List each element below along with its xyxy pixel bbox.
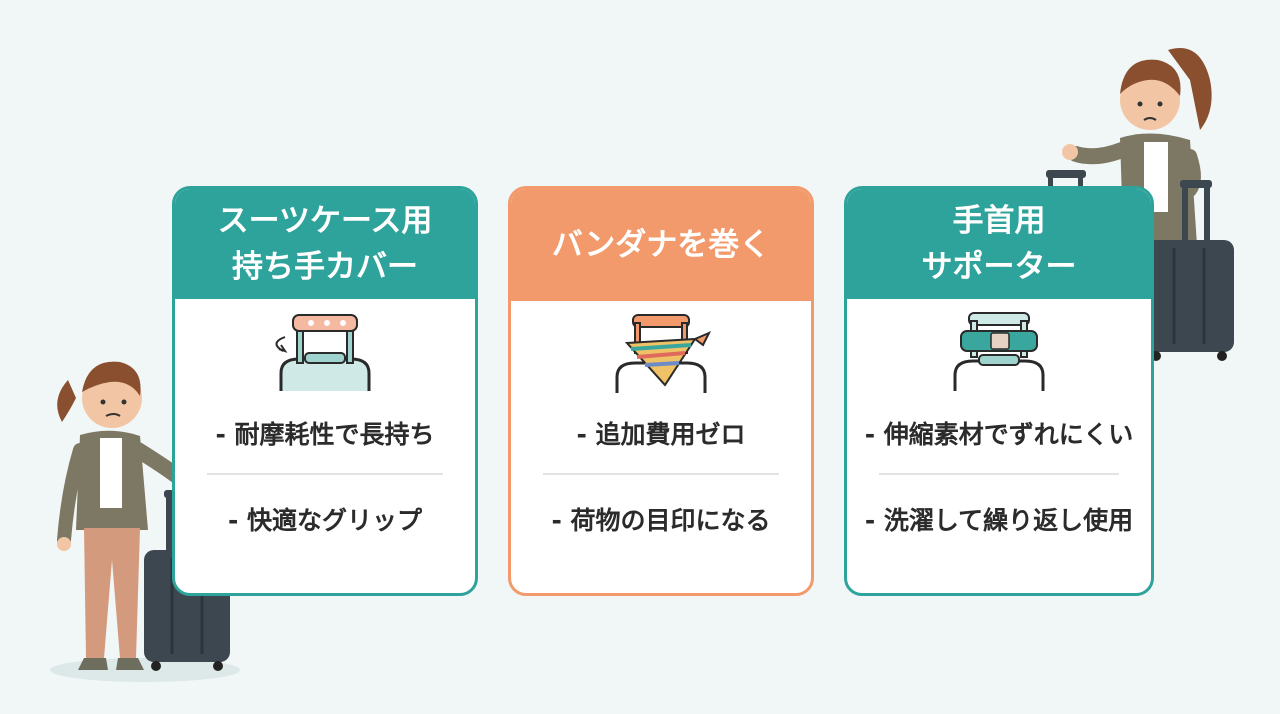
card-point-1: - 耐摩耗性で長持ち: [215, 420, 435, 449]
card-handle-cover: スーツケース用 持ち手カバー - 耐摩耗性で長持ち - 快適なグリップ: [172, 186, 478, 596]
card-title: スーツケース用 持ち手カバー: [175, 189, 475, 299]
card-point-1: - 追加費用ゼロ: [576, 420, 746, 449]
card-point-1: - 伸縮素材でずれにくい: [864, 420, 1134, 449]
handle-cover-icon: [275, 314, 371, 391]
card-bandana: バンダナを巻く - 追加費用ゼロ - 荷物の目印になる: [508, 186, 814, 596]
card-point-2: - 荷物の目印になる: [551, 506, 771, 535]
wrist-support-handle-icon: [953, 312, 1045, 391]
card-title: バンダナを巻く: [511, 189, 811, 301]
card-title-line1: バンダナを巻く: [551, 227, 771, 263]
divider: [207, 473, 443, 475]
divider: [543, 473, 779, 475]
card-title-line1: 手首用: [952, 203, 1046, 239]
traveler-with-suitcase-illustration-right: [1046, 48, 1234, 361]
divider: [879, 473, 1119, 475]
card-wrist-support: 手首用 サポーター - 伸縮素材でずれにくい - 洗濯して繰り返し使用: [844, 186, 1154, 596]
card-title: 手首用 サポーター: [847, 189, 1151, 299]
card-title-line1: スーツケース用: [217, 203, 433, 239]
card-title-line2: サポーター: [921, 249, 1077, 285]
card-title-line2: 持ち手カバー: [232, 249, 418, 285]
bandana-handle-icon: [615, 314, 712, 393]
card-point-2: - 快適なグリップ: [227, 506, 423, 535]
card-point-2: - 洗濯して繰り返し使用: [864, 506, 1134, 535]
